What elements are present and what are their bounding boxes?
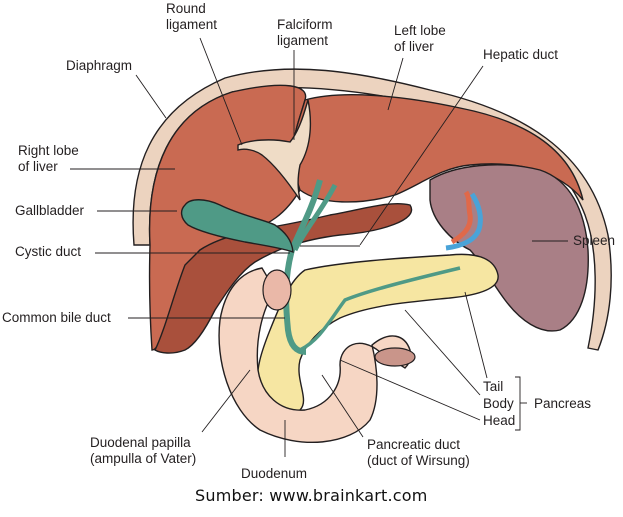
liver-lower-shape [154, 202, 413, 354]
label-round-ligament: Round ligament [166, 1, 218, 32]
leader-left-lobe [387, 57, 404, 111]
leader-head [339, 359, 481, 421]
leader-hepatic-duct [359, 65, 484, 246]
pancreas-bracket [515, 376, 521, 431]
label-duodenal-papilla: Duodenal papilla (ampulla of Vater) [90, 435, 197, 466]
leader-pancreatic-duct [321, 374, 364, 438]
label-pancreas-body: Body [483, 396, 514, 411]
label-duodenum: Duodenum [241, 466, 308, 481]
label-pancreas: Pancreas [534, 396, 592, 411]
duodenum-cut-end-top [262, 269, 292, 311]
leader-duodenal-papilla [201, 369, 251, 433]
splenic-vein-shape [445, 192, 483, 251]
label-pancreas-head: Head [483, 413, 516, 428]
splenic-artery-shape [450, 190, 473, 245]
label-gallbladder: Gallbladder [15, 203, 85, 218]
label-pancreas-tail: Tail [483, 379, 504, 394]
leader-diaphragm [135, 74, 167, 119]
source-credit: Sumber: www.brainkart.com [195, 486, 428, 505]
label-right-lobe-of-liver: Right lobe of liver [18, 143, 79, 174]
label-diaphragm: Diaphragm [66, 58, 133, 73]
pancreatic-duct-shape [299, 266, 461, 352]
label-common-bile-duct: Common bile duct [2, 310, 111, 325]
label-falciform-ligament: Falciform ligament [277, 17, 333, 48]
label-spleen: Spleen [573, 233, 616, 248]
duodenum-shape [218, 267, 412, 444]
duodenum-cut-end-right [374, 347, 416, 367]
label-cystic-duct: Cystic duct [15, 244, 82, 259]
pancreas-shape [256, 253, 499, 414]
leader-tail [464, 291, 488, 379]
leader-body [404, 309, 481, 396]
label-left-lobe-of-liver: Left lobe of liver [394, 23, 446, 54]
ligament-shape [237, 99, 312, 201]
gallbladder-shape [180, 199, 294, 254]
leader-lines [70, 37, 568, 457]
leader-round-ligament [199, 37, 243, 146]
label-pancreatic-duct: Pancreatic duct (duct of Wirsung) [367, 437, 470, 468]
label-hepatic-duct: Hepatic duct [483, 47, 559, 62]
hepatic-duct-shape [292, 183, 338, 252]
